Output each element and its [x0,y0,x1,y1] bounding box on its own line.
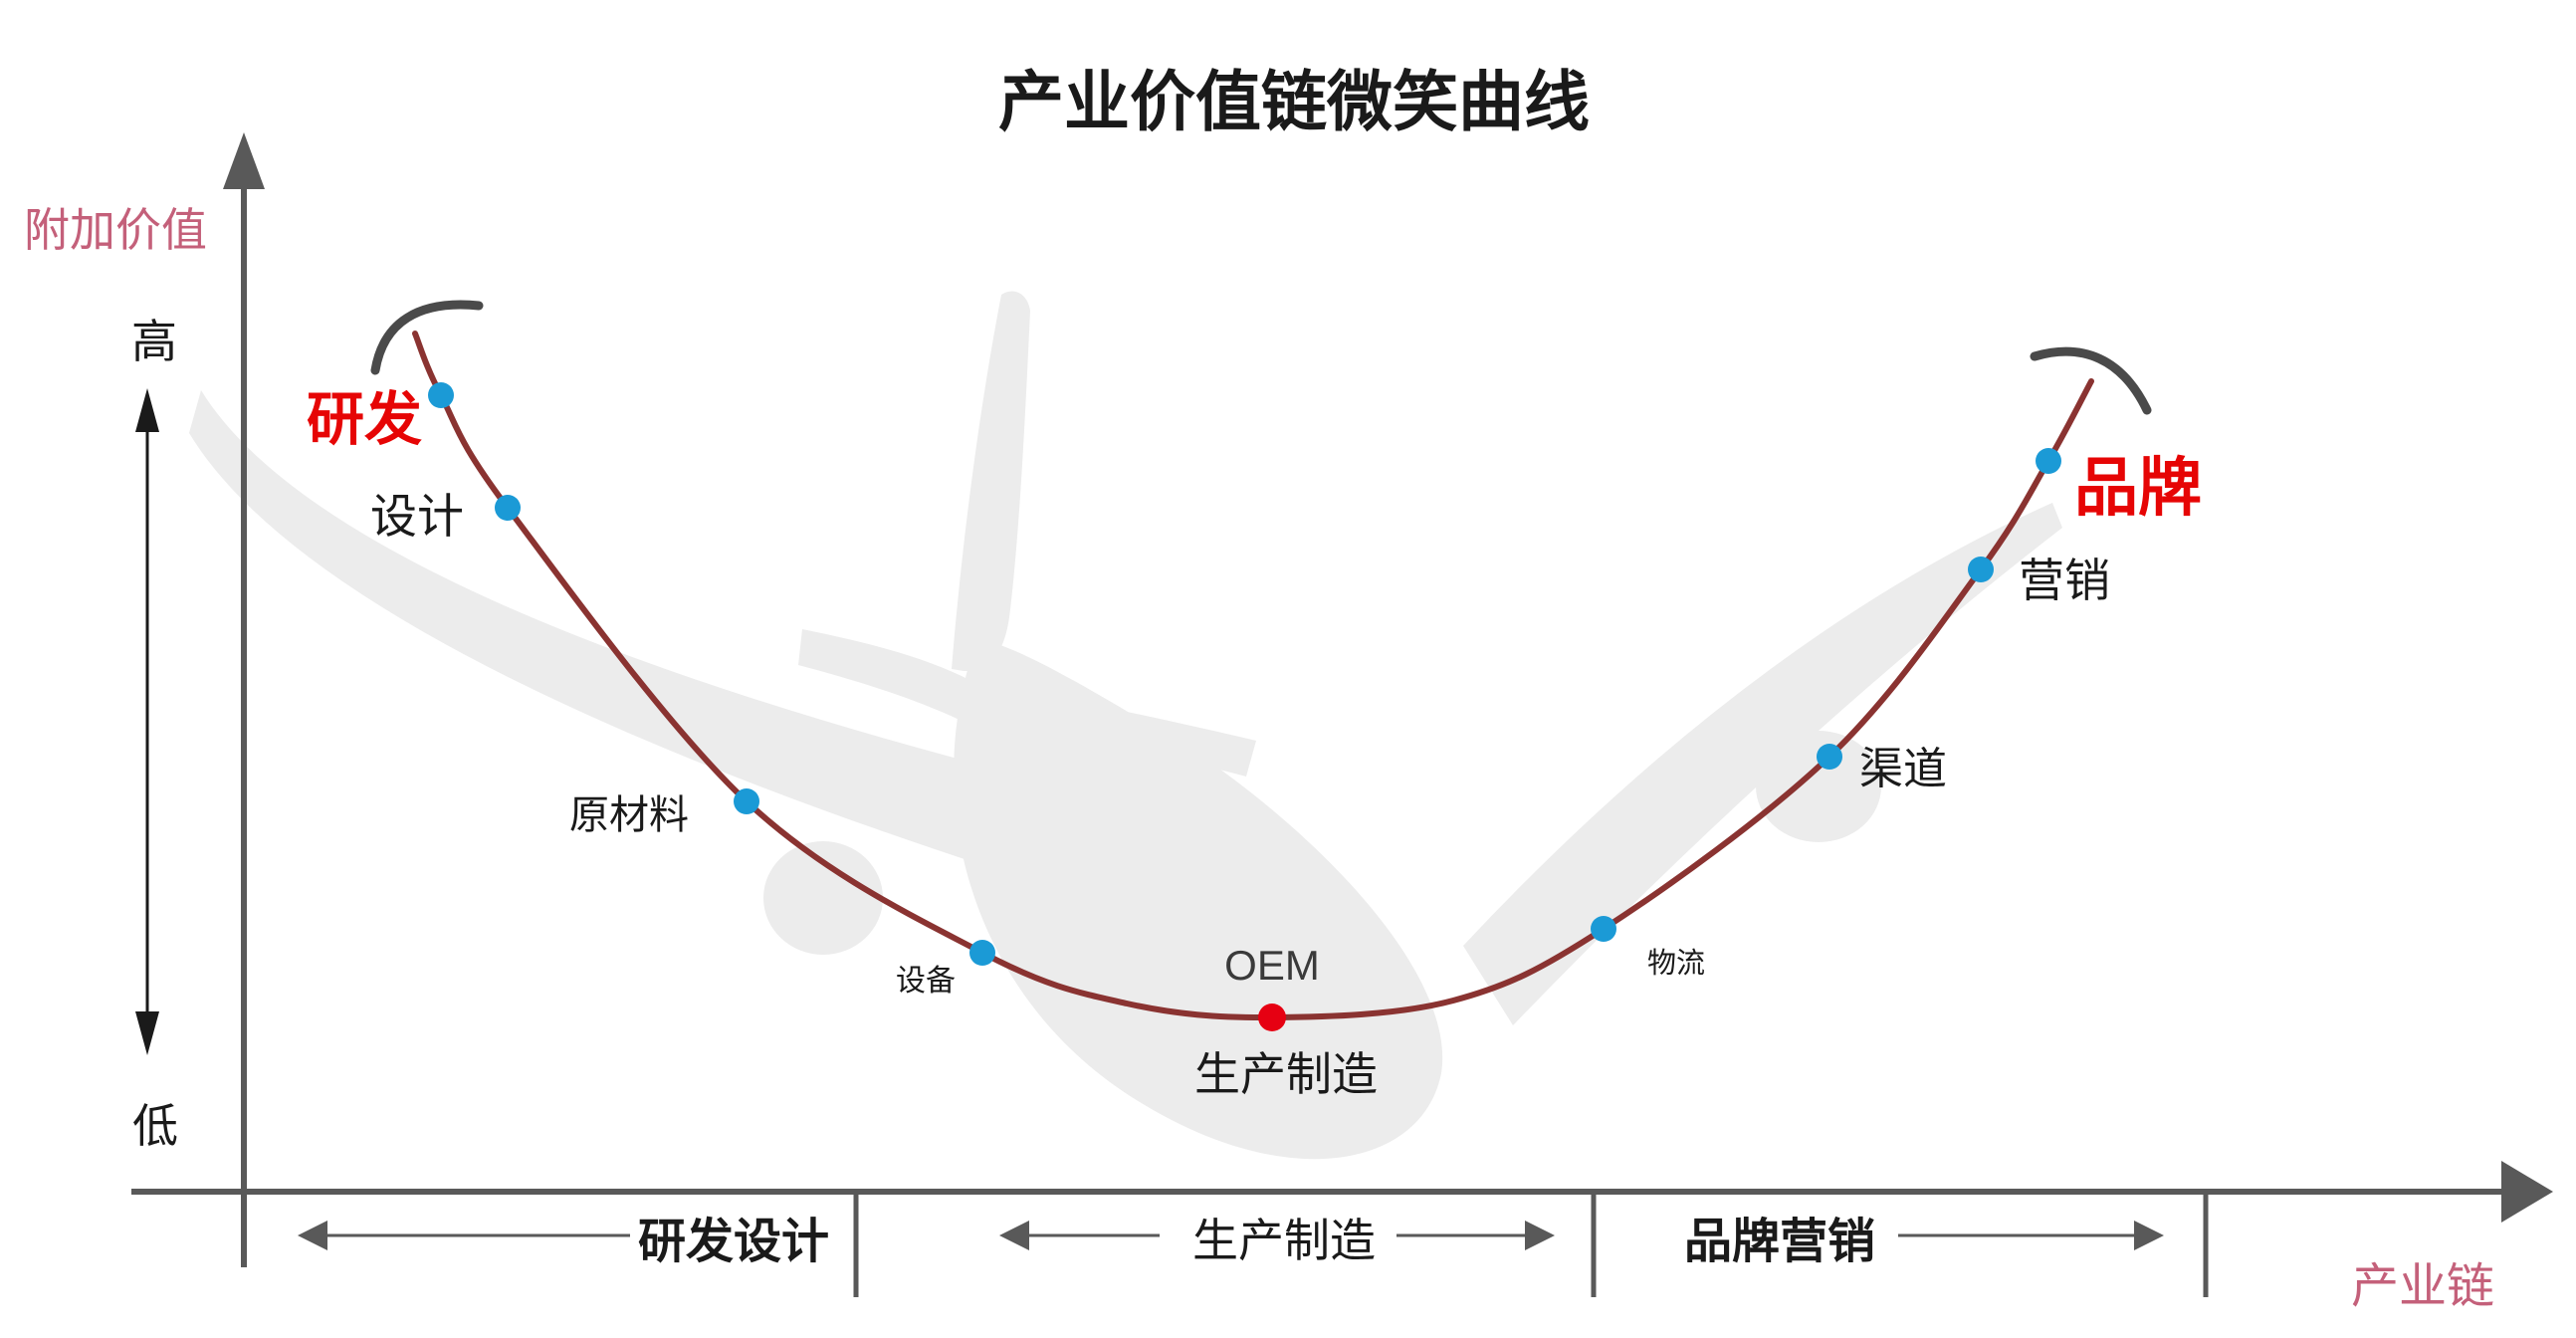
airplane-left-wing [189,390,1025,866]
value-range-down-arrowhead-icon [135,1011,159,1055]
curve-point-dot-4 [969,940,995,966]
curve-point-dot-7 [1817,744,1842,770]
y-axis-arrowhead-icon [223,132,265,189]
segment2-label: 生产制造 [1192,1215,1376,1266]
y-axis-high-label: 高 [131,316,177,367]
curve-point-dot-1 [428,382,454,408]
bottom-segments: 研发设计 生产制造 品牌营销 [298,1215,2164,1268]
curve-point-label-7: 渠道 [1859,745,1947,793]
curve-point-label-2: 设计 [370,490,464,543]
airplane-left-stabilizer [798,629,971,721]
curve-point-label-4: 设备 [896,965,956,998]
curve-point-dot-9 [2036,448,2061,474]
curve-point-label-8: 营销 [2019,555,2110,606]
curve-point-label-1: 研发 [307,387,422,452]
page-title: 产业价值链微笑曲线 [998,65,1590,138]
curve-point-dot-5 [1258,1004,1286,1031]
airplane-tail-fin [952,291,1030,672]
airplane-watermark [189,291,2062,1160]
value-range-up-arrowhead-icon [135,388,159,432]
airplane-engine-right [1756,731,1881,842]
value-range-double-arrow [135,388,159,1055]
curve-point-label-9: 品牌 [2074,452,2202,524]
curve-point-label-3: 原材料 [569,793,689,837]
axes [131,132,2553,1297]
x-axis-arrowhead-icon [2501,1161,2553,1223]
curve-point-dot-6 [1591,916,1616,942]
curve-point-dot-2 [495,495,521,521]
right-eyebrow-arc-icon [2030,346,2152,415]
curve-point-label-5: OEM [1224,942,1320,989]
airplane-fuselage [954,639,1443,1160]
segment3-label: 品牌营销 [1684,1216,1875,1268]
curve-point-label-5-sub: 生产制造 [1194,1048,1378,1100]
curve-point-dot-8 [1968,557,1994,582]
y-axis-low-label: 低 [132,1100,178,1152]
airplane-engine-left [763,841,883,955]
x-axis-label: 产业链 [2351,1260,2494,1313]
segment1-label: 研发设计 [638,1216,829,1268]
curve-point-label-6: 物流 [1647,947,1705,980]
left-eyebrow-arc-icon [370,300,484,375]
y-axis-label: 附加价值 [24,204,207,256]
curve-point-dot-3 [734,788,759,814]
